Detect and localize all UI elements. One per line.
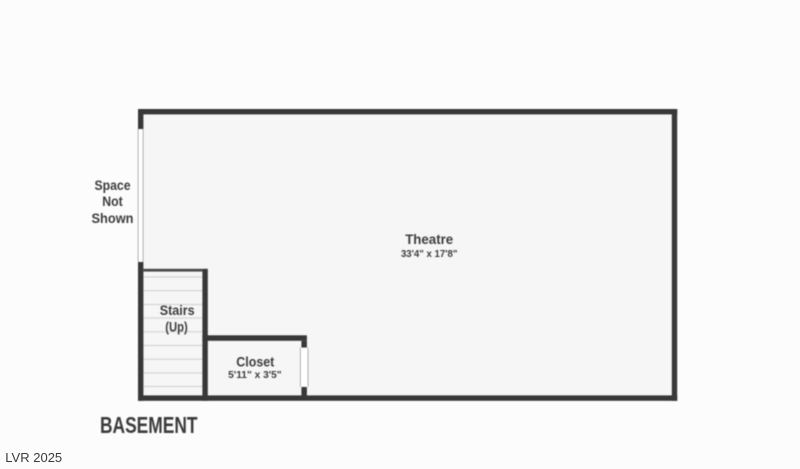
svg-text:Shown: Shown [92,210,134,226]
svg-text:Closet: Closet [236,353,274,369]
svg-text:5'11" x 3'5": 5'11" x 3'5" [228,370,282,381]
svg-text:Space: Space [95,177,131,193]
svg-text:(Up): (Up) [165,318,188,334]
svg-text:LVR 2025: LVR 2025 [5,450,62,465]
svg-text:BASEMENT: BASEMENT [100,412,198,438]
svg-text:33'4" x 17'8": 33'4" x 17'8" [401,249,458,260]
svg-text:Not: Not [102,193,123,209]
svg-text:Theatre: Theatre [405,231,453,247]
svg-text:Stairs: Stairs [160,302,195,318]
